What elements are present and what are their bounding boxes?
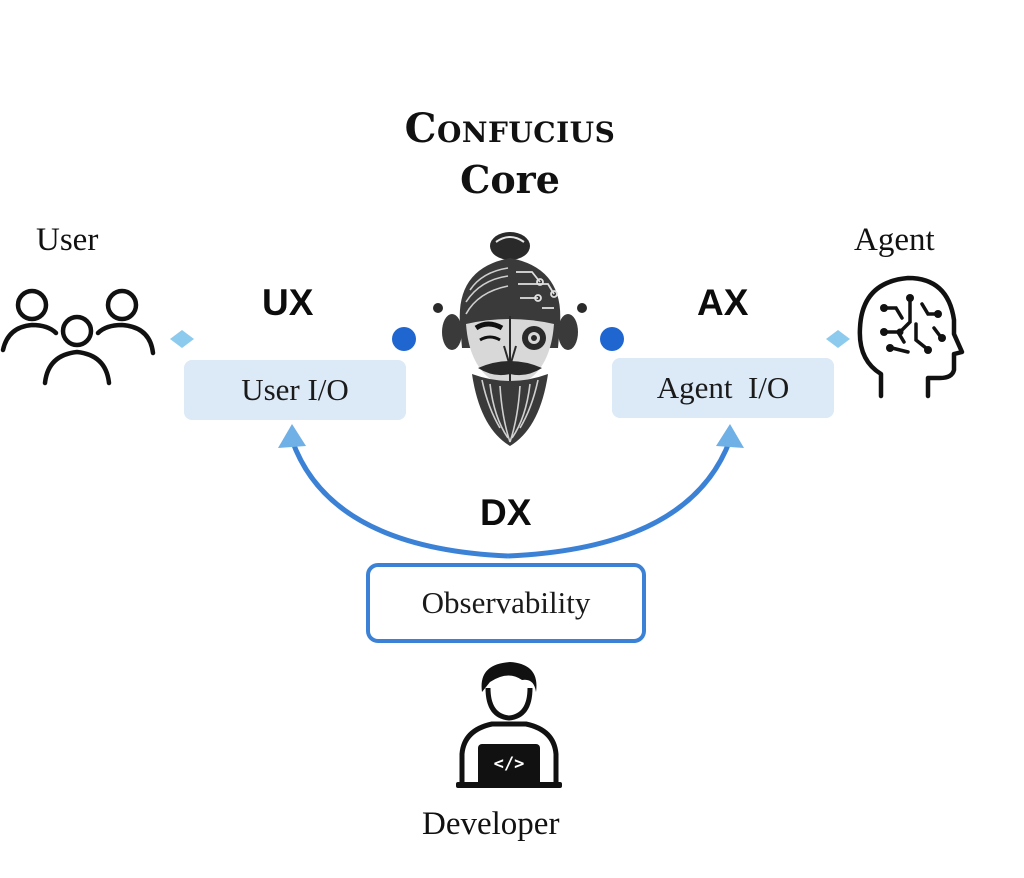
ux-label: UX [262, 282, 314, 323]
ux-arrow [170, 327, 416, 351]
user-label: User [36, 222, 99, 258]
ai-brain-head-icon [857, 275, 965, 399]
ax-label: AX [697, 282, 749, 323]
diagram-title: Confucius Core [340, 108, 680, 200]
title-line-2: Core [460, 157, 560, 202]
users-group-icon [0, 288, 156, 386]
agent-io-box: Agent I/O [612, 358, 834, 418]
ax-arrow [600, 327, 850, 351]
user-io-box: User I/O [184, 360, 406, 420]
observability-box: Observability [366, 563, 646, 643]
dx-label: DX [480, 492, 532, 533]
title-line-1: Confucius [404, 105, 616, 152]
developer-label: Developer [422, 806, 560, 842]
confucius-cyborg-face-icon [433, 232, 587, 446]
agent-label: Agent [854, 222, 935, 258]
code-badge: </> [493, 754, 525, 774]
dx-arcs [278, 424, 744, 559]
developer-laptop-icon [456, 662, 562, 788]
